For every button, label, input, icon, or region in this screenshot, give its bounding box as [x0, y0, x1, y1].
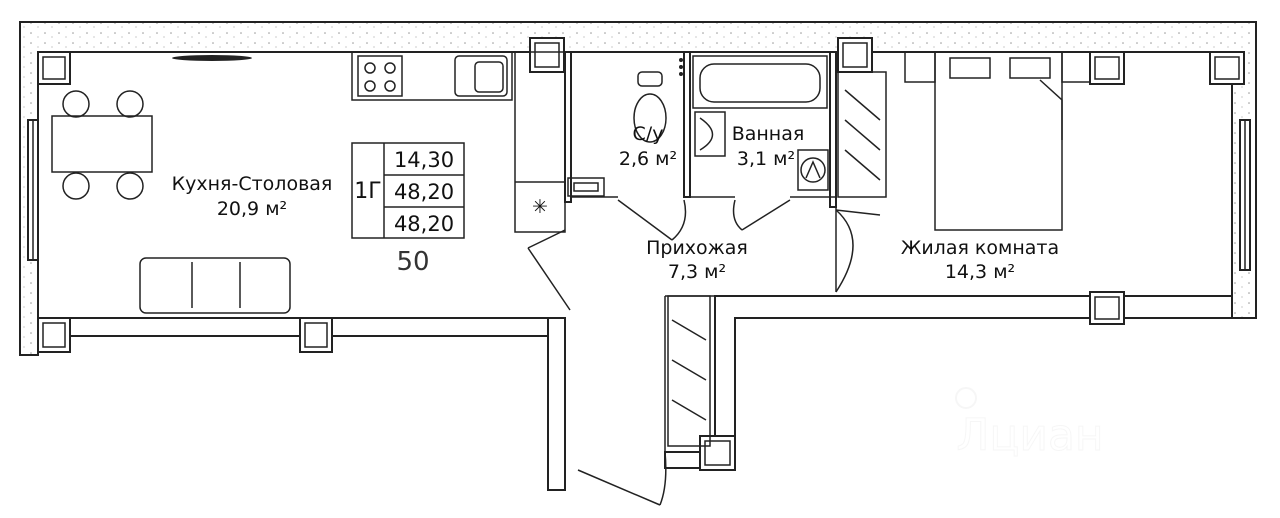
column — [1089, 51, 1125, 85]
wc-name: С/у — [633, 123, 664, 145]
wardrobes — [667, 71, 887, 447]
column — [529, 37, 565, 73]
wc-area: 2,6 м² — [619, 148, 677, 170]
watermark-logo: Лциан — [955, 387, 1104, 462]
apartment-type: 1Г — [354, 179, 381, 204]
column — [1089, 291, 1125, 325]
bathroom-fixtures — [633, 55, 829, 191]
living-name: Жилая комната — [901, 237, 1059, 259]
columns — [37, 37, 1245, 471]
apartment-number: 50 — [396, 247, 429, 277]
refrigerator-icon: ✳ — [532, 196, 548, 218]
hall-area: 7,3 м² — [668, 261, 726, 283]
room-labels: Кухня-Столовая 20,9 м² С/у 2,6 м² Ванная… — [172, 123, 1059, 283]
column — [37, 51, 71, 85]
living-area-value: 14,30 — [394, 148, 454, 172]
column — [837, 37, 873, 73]
kitchen-area: 20,9 м² — [217, 198, 287, 220]
total-area-value-2: 48,20 — [394, 212, 454, 236]
column — [1209, 51, 1245, 85]
bath-area: 3,1 м² — [737, 148, 795, 170]
hall-name: Прихожая — [646, 237, 748, 259]
column — [699, 435, 736, 471]
bed — [904, 51, 1091, 231]
kitchen-furniture: ✳ — [51, 51, 605, 314]
total-area-value: 48,20 — [394, 180, 454, 204]
column — [37, 317, 71, 353]
partitions — [564, 51, 837, 292]
windows — [27, 55, 1251, 271]
column — [299, 317, 333, 353]
svg-text:Лциан: Лциан — [956, 410, 1103, 461]
bath-name: Ванная — [732, 123, 805, 145]
kitchen-name: Кухня-Столовая — [172, 173, 333, 195]
apartment-table: 1Г 14,30 48,20 48,20 50 — [351, 142, 465, 277]
doors — [527, 199, 881, 506]
living-area: 14,3 м² — [945, 261, 1015, 283]
